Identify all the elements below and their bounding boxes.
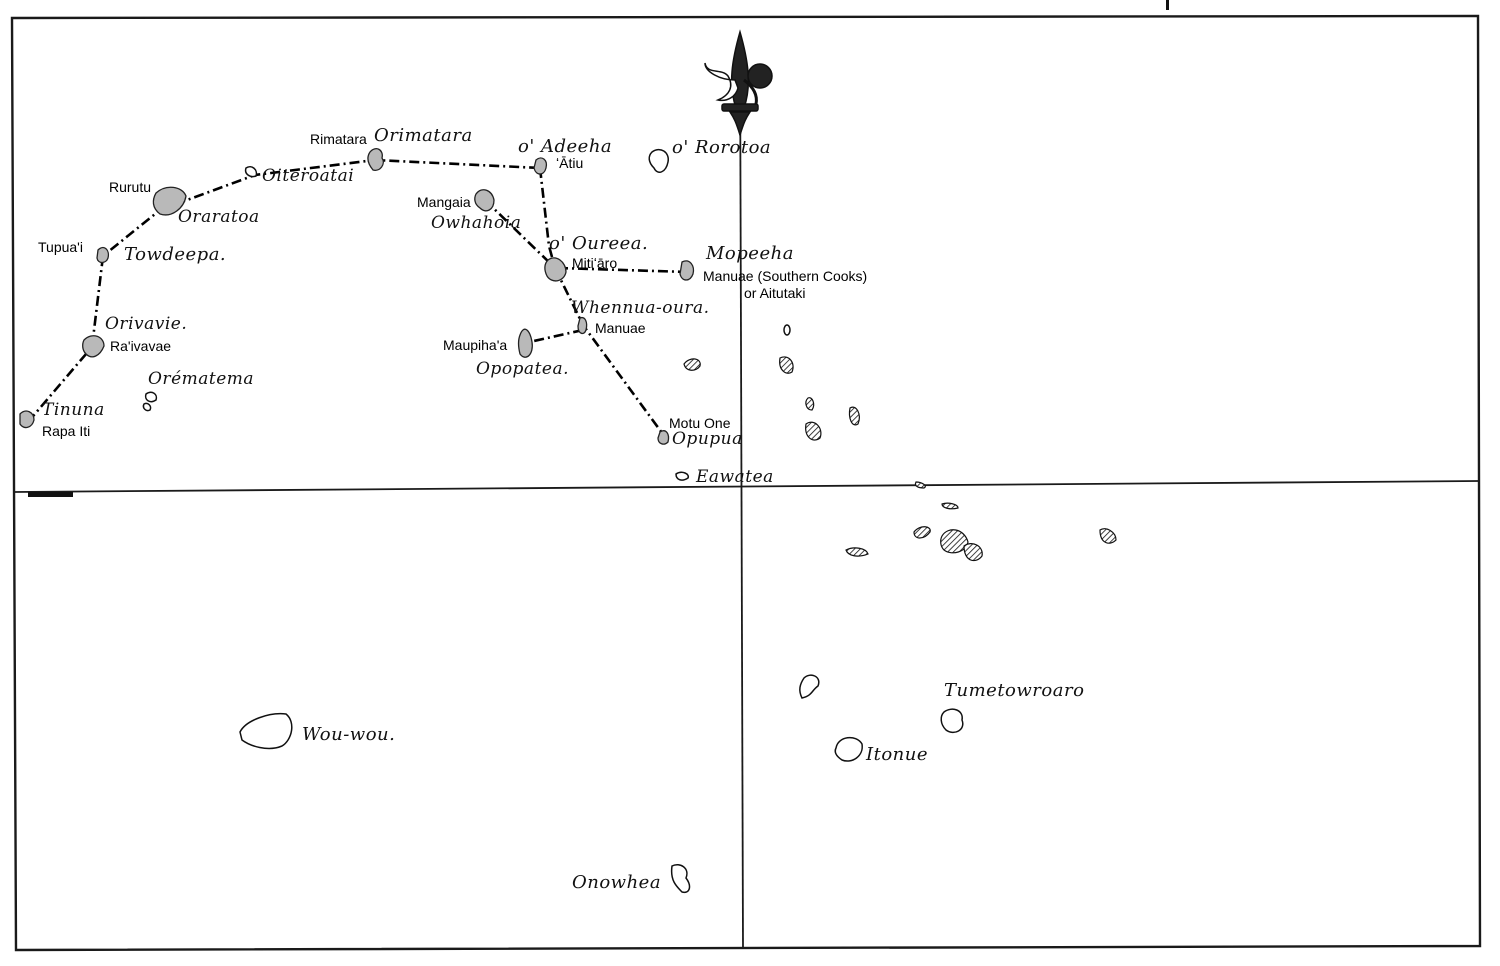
island-hatched-8 xyxy=(913,526,931,539)
label-orimatara: Orimatara xyxy=(374,125,473,146)
island-hatched-5 xyxy=(805,421,822,441)
label-rurutu: Rurutu xyxy=(109,179,151,195)
label-opopatea: Opopatea. xyxy=(476,359,569,379)
label-oitereatai: Oiteroatai xyxy=(262,166,354,186)
label-manuae: Manuae xyxy=(595,320,646,336)
island-hatched-10 xyxy=(963,543,983,562)
island-mitiaro xyxy=(544,257,567,282)
route-mitiaro-manuae-sc xyxy=(557,266,689,274)
island-small-ring xyxy=(783,324,791,336)
island-tupuai xyxy=(96,246,110,264)
label-oureea: o' Oureea. xyxy=(549,233,648,254)
label-oadeeha: o' Adeeha xyxy=(518,136,612,157)
label-mangaia: Mangaia xyxy=(417,194,471,210)
island-hatched-11 xyxy=(845,547,869,557)
label-rimatara: Rimatara xyxy=(310,131,367,147)
islands-route xyxy=(19,148,695,445)
label-itonue: Itonue xyxy=(865,744,928,765)
island-rapaiti xyxy=(19,410,35,429)
island-onowhea xyxy=(670,864,691,894)
island-motuone xyxy=(657,430,670,445)
label-raivavae: Ra'ivavae xyxy=(110,338,171,354)
island-hatched-7 xyxy=(941,502,959,510)
label-ororotoa: o' Rorotoa xyxy=(672,137,771,158)
tupaia-labels: Orimatara o' Adeeha o' Rorotoa Oiteroata… xyxy=(42,125,1084,893)
label-rapaiti: Rapa Iti xyxy=(42,423,90,439)
route-manuae-maupihaa xyxy=(524,328,584,345)
label-opupua: Opupua xyxy=(672,429,743,449)
island-rimatara xyxy=(367,148,384,171)
label-owhahoia: Owhahoia xyxy=(431,213,521,233)
label-mitiaro: Mitiʻāro xyxy=(572,255,617,271)
label-orivavie: Orivavie. xyxy=(105,314,187,334)
label-atiu: ʻĀtiu xyxy=(556,155,583,171)
map-frame xyxy=(10,0,1482,952)
island-mangaia xyxy=(474,189,495,212)
island-manuae xyxy=(577,316,588,335)
island-orematema-b xyxy=(142,402,152,412)
label-maupihaa: Maupiha'a xyxy=(443,337,507,353)
island-wouwou xyxy=(239,712,293,750)
island-eawatea xyxy=(675,471,690,481)
island-hatched-12 xyxy=(1099,528,1117,544)
label-tupuai: Tupua'i xyxy=(38,239,83,255)
island-hatched-1 xyxy=(683,358,701,371)
island-rurutu xyxy=(152,186,187,216)
label-motuone: Motu One xyxy=(669,415,731,431)
island-hatched-6 xyxy=(914,481,926,489)
island-raivavae xyxy=(82,335,105,358)
island-oitereatai xyxy=(244,165,258,178)
label-eawatea: Eawatea xyxy=(695,467,774,487)
label-tinuna: Tinuna xyxy=(42,400,105,420)
island-orematema-a xyxy=(144,391,158,403)
label-toweepa: Towdeepa. xyxy=(124,244,226,265)
islands-hatched xyxy=(683,356,1117,562)
fleur-de-lis-icon xyxy=(704,29,773,138)
island-hatched-2 xyxy=(779,356,794,374)
modern-labels: Rimatara ʻĀtiu Rurutu Mangaia Tupua'i Mi… xyxy=(38,131,867,439)
label-wouwou: Wou-wou. xyxy=(302,724,395,745)
label-onowhea: Onowhea xyxy=(572,872,661,893)
island-maupihaa xyxy=(517,328,533,358)
label-orematema: Orématema xyxy=(148,369,254,389)
route-mangaia-mitiaro xyxy=(484,199,556,269)
island-hatched-3 xyxy=(805,397,815,411)
island-itonue xyxy=(834,736,863,762)
label-tumetowroaro: Tumetowroaro xyxy=(944,680,1084,701)
island-hatched-9 xyxy=(940,529,969,554)
route-atiu-mitiaro xyxy=(538,167,557,269)
label-oraratoa: Oraratoa xyxy=(178,207,260,227)
island-manuae-sc xyxy=(679,260,695,281)
island-atiu xyxy=(533,157,548,175)
label-whennuaoura: Whennua-oura. xyxy=(571,298,710,318)
island-hatched-4 xyxy=(848,406,860,426)
island-ororotoa xyxy=(648,148,669,173)
route-mitiaro-motuone xyxy=(553,267,667,438)
label-manuae-sc: Manuae (Southern Cooks) xyxy=(703,268,867,284)
label-mopeeha: Mopeeha xyxy=(705,243,794,264)
island-tumetowroaro xyxy=(940,708,964,734)
islands-outline xyxy=(142,148,964,894)
label-manuae-sc-or: or Aitutaki xyxy=(744,285,805,301)
island-eastern-a xyxy=(799,674,820,699)
